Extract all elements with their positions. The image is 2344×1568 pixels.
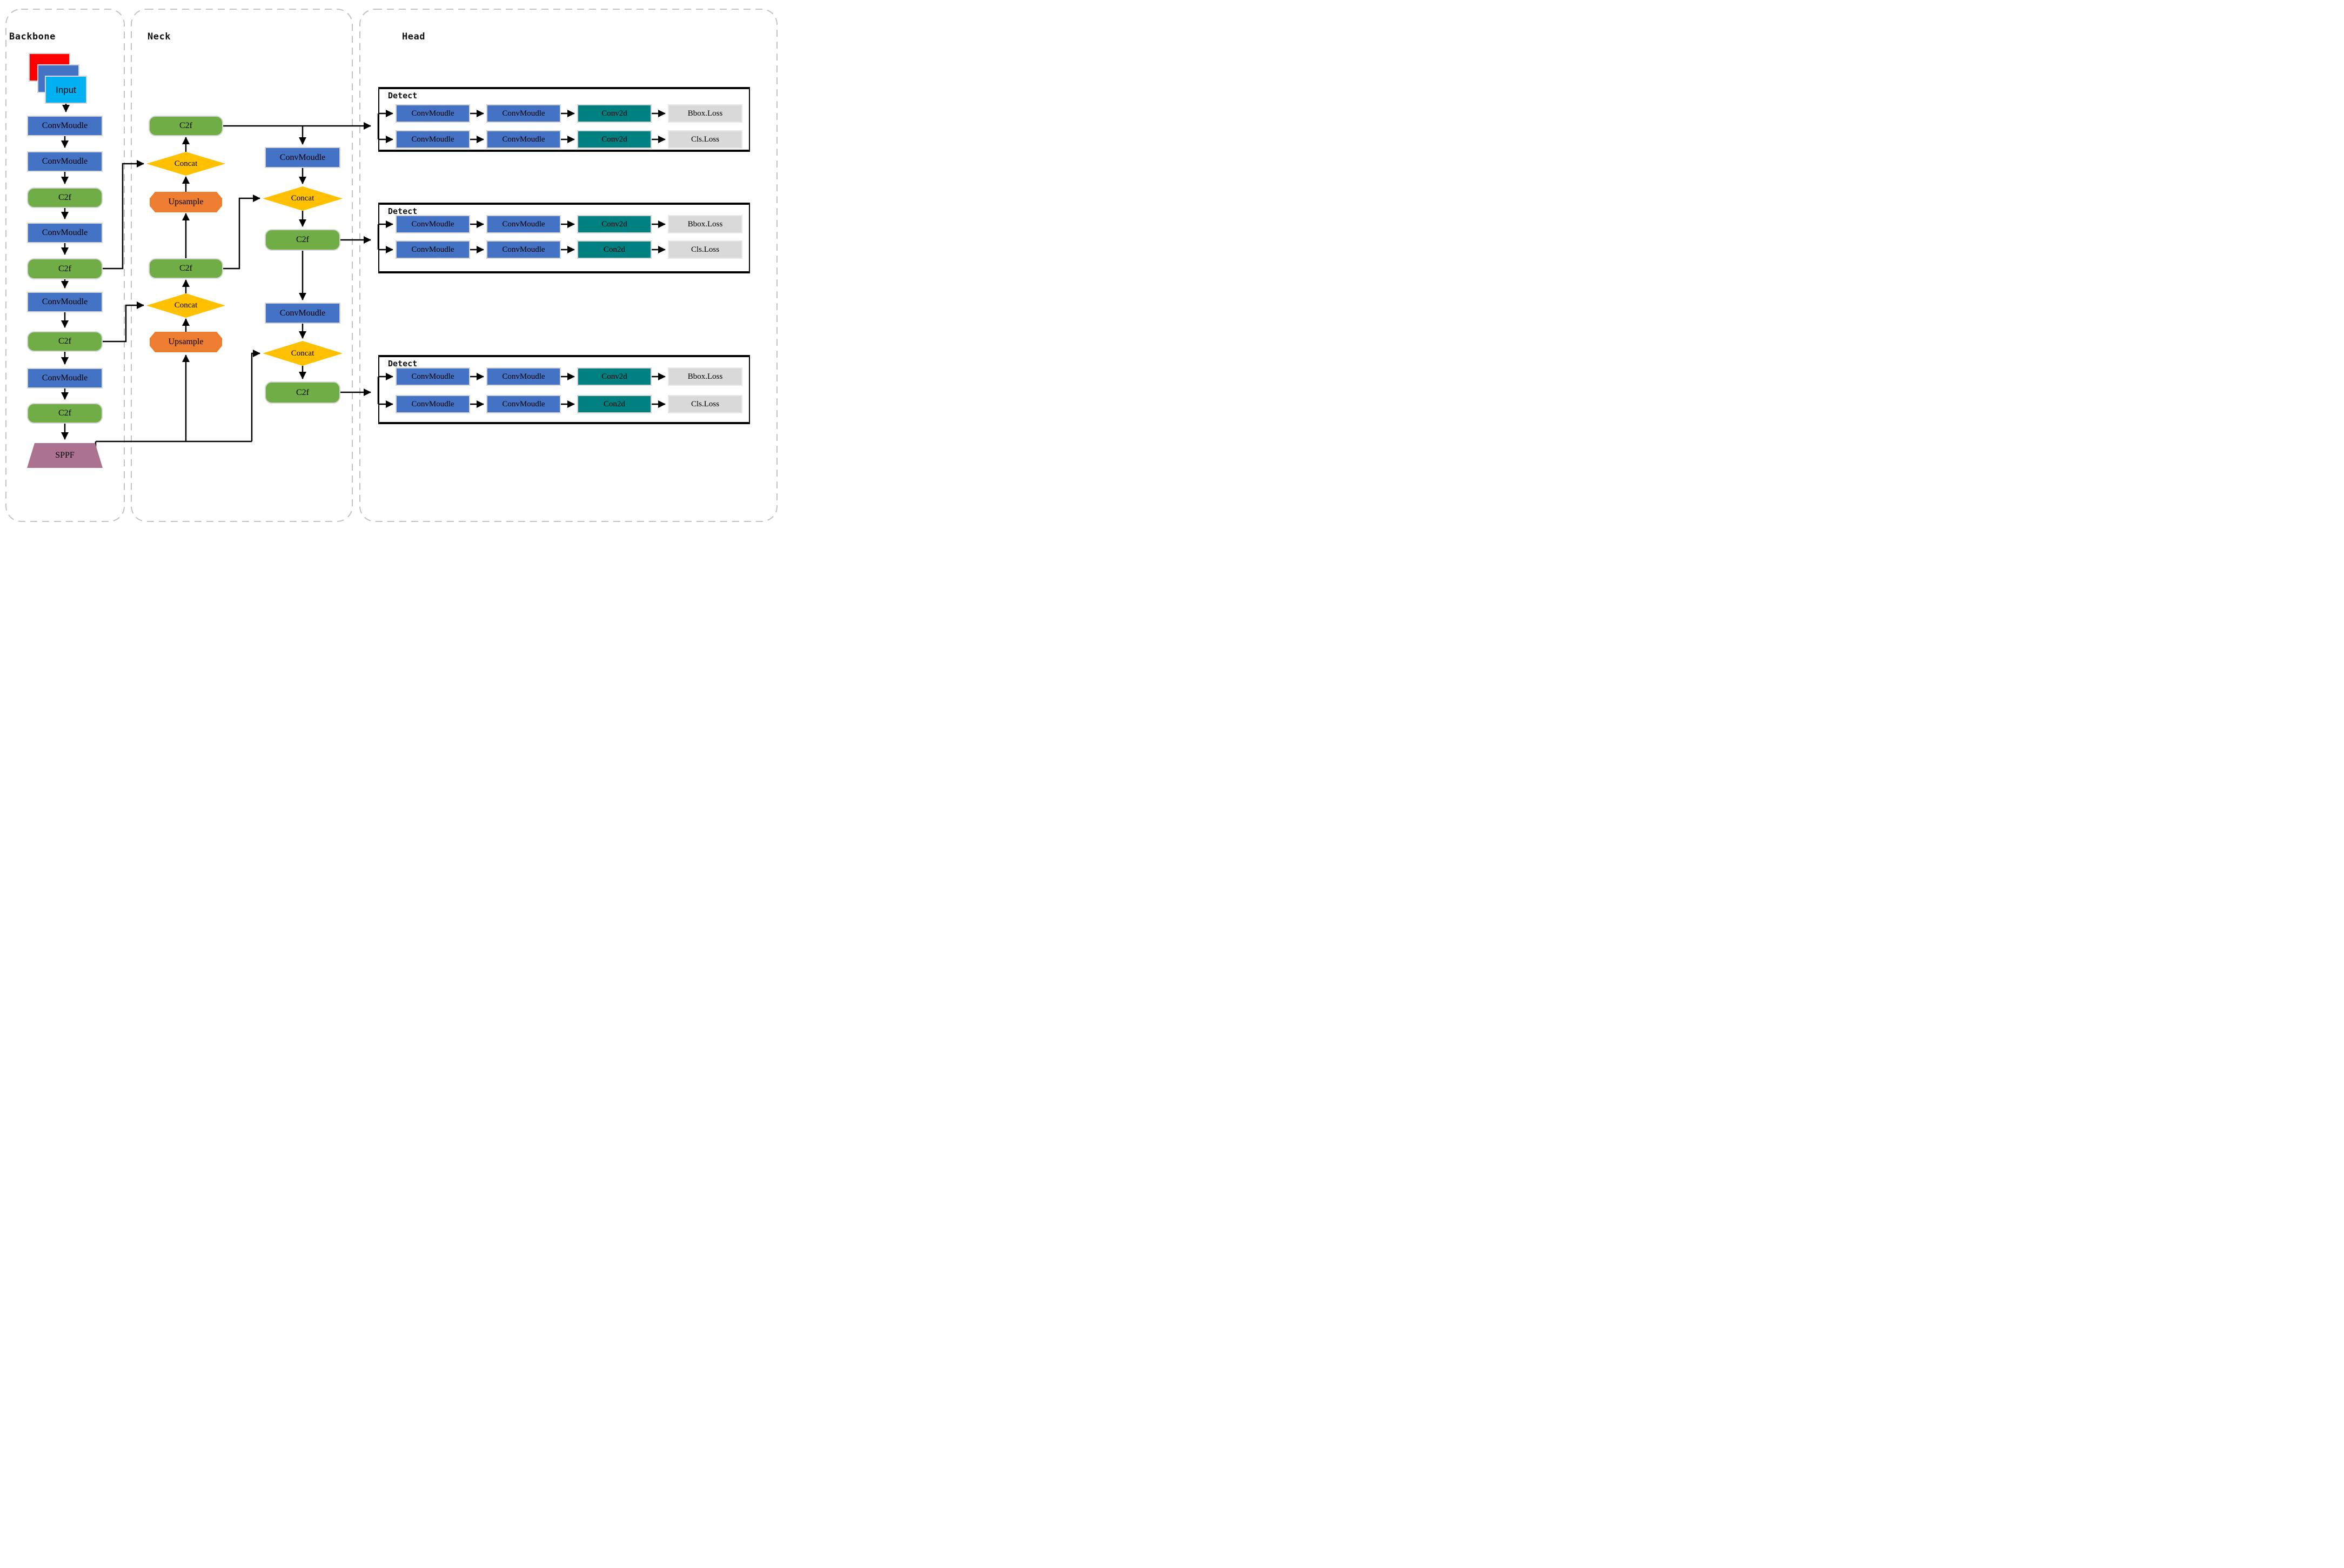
detect3-row2-convmoudle-2: ConvMoudle [486, 395, 561, 413]
neck-upsample-1: Upsample [150, 192, 222, 212]
detect3-row2-con2d: Con2d [577, 395, 652, 413]
detect-1-label: Detect [388, 91, 418, 100]
detect1-row1-convmoudle-1: ConvMoudle [396, 104, 470, 123]
detect-2-label: Detect [388, 206, 418, 216]
detect1-row2-convmoudle-1: ConvMoudle [396, 130, 470, 149]
detect1-row2-convmoudle-2: ConvMoudle [486, 130, 561, 149]
detect3-row1-convmoudle-1: ConvMoudle [396, 367, 470, 386]
detect2-row2-convmoudle-1: ConvMoudle [396, 240, 470, 259]
neck-mid-convmoudle-2: ConvMoudle [265, 303, 340, 324]
detect1-row1-convmoudle-2: ConvMoudle [486, 104, 561, 123]
neck-upsample-2: Upsample [150, 332, 222, 352]
detect2-row1-convmoudle-1: ConvMoudle [396, 215, 470, 233]
backbone-c2f-1: C2f [27, 187, 103, 208]
backbone-section-label: Backbone [9, 31, 56, 42]
backbone-sppf: SPPF [27, 443, 103, 468]
backbone-convmoudle-2: ConvMoudle [27, 151, 103, 172]
detect-frame-2 [378, 203, 750, 273]
backbone-convmoudle-3: ConvMoudle [27, 223, 103, 243]
backbone-c2f-2: C2f [27, 258, 103, 279]
backbone-c2f-3: C2f [27, 331, 103, 352]
panel-borders [5, 9, 778, 522]
detect3-row1-convmoudle-2: ConvMoudle [486, 367, 561, 386]
backbone-convmoudle-4: ConvMoudle [27, 292, 103, 312]
neck-mid-c2f-2: C2f [265, 381, 340, 404]
detect1-row2-conv2d: Conv2d [577, 130, 652, 149]
neck-panel [131, 9, 353, 522]
detect-frame-3 [378, 355, 750, 424]
backbone-c2f-4: C2f [27, 403, 103, 424]
head-panel [359, 9, 778, 522]
input-block: Input [45, 76, 87, 104]
detect2-row2-cls-loss: Cls.Loss [668, 240, 742, 259]
neck-c2f-mid: C2f [149, 258, 223, 279]
detect3-row2-cls-loss: Cls.Loss [668, 395, 742, 413]
detect3-row1-conv2d: Conv2d [577, 367, 652, 386]
neck-section-label: Neck [148, 31, 171, 42]
architecture-diagram: Backbone Neck Head Input ConvMoudle Conv… [0, 0, 781, 522]
detect2-row1-convmoudle-2: ConvMoudle [486, 215, 561, 233]
neck-c2f-top: C2f [149, 116, 223, 136]
detect1-row1-conv2d: Conv2d [577, 104, 652, 123]
neck-mid-convmoudle-1: ConvMoudle [265, 147, 340, 168]
detect1-row1-bbox-loss: Bbox.Loss [668, 104, 742, 123]
neck-mid-c2f-1: C2f [265, 229, 340, 251]
detect-frame-1 [378, 87, 750, 152]
detect3-row2-convmoudle-1: ConvMoudle [396, 395, 470, 413]
detect1-row2-cls-loss: Cls.Loss [668, 130, 742, 149]
detect2-row1-conv2d: Conv2d [577, 215, 652, 233]
detect-3-label: Detect [388, 359, 418, 368]
detect3-row1-bbox-loss: Bbox.Loss [668, 367, 742, 386]
detect2-row2-con2d: Con2d [577, 240, 652, 259]
detect2-row1-bbox-loss: Bbox.Loss [668, 215, 742, 233]
backbone-convmoudle-5: ConvMoudle [27, 368, 103, 388]
backbone-convmoudle-1: ConvMoudle [27, 116, 103, 136]
head-section-label: Head [402, 31, 425, 42]
detect2-row2-convmoudle-2: ConvMoudle [486, 240, 561, 259]
